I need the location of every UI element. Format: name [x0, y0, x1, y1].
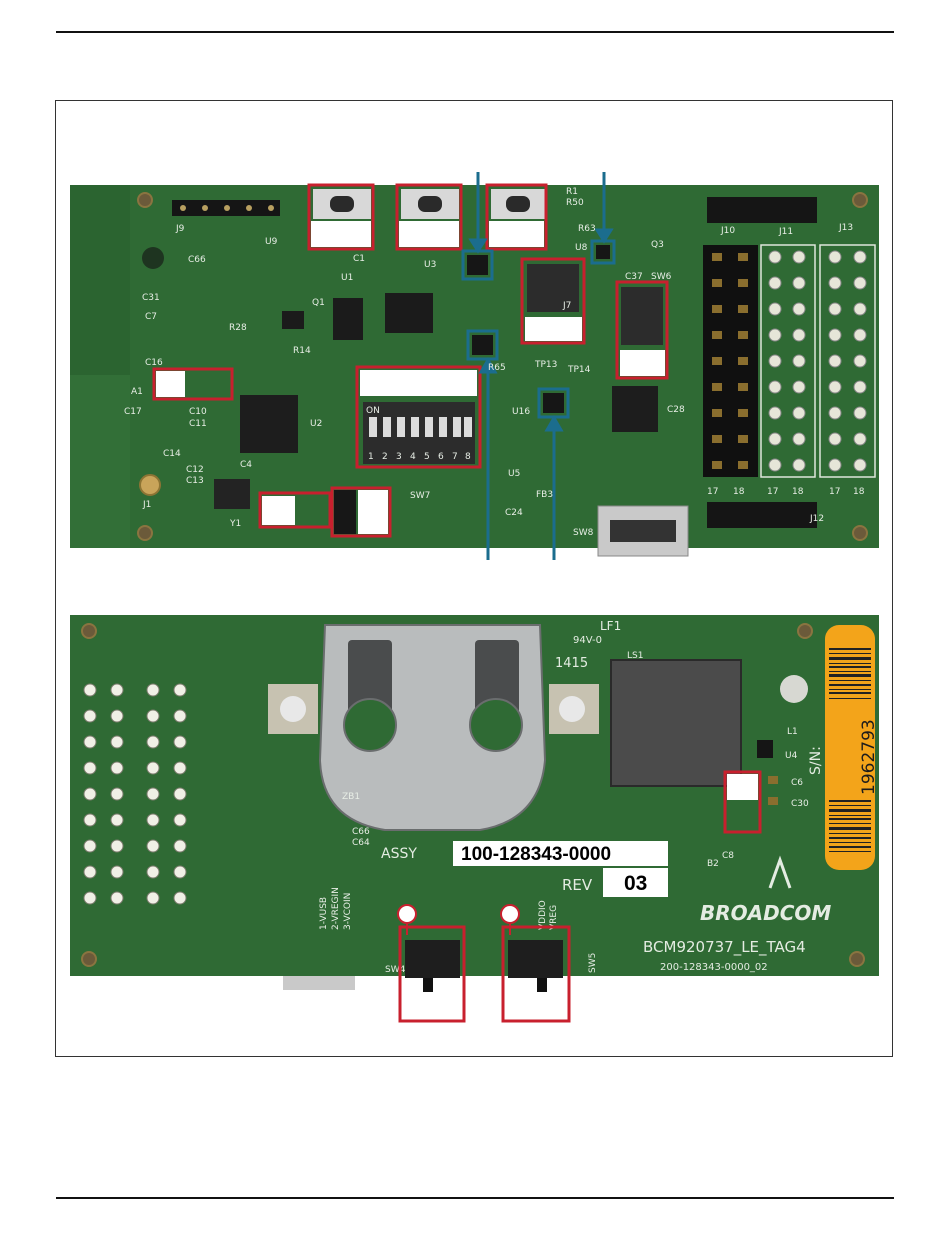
silk-zb1: ZB1 — [342, 792, 360, 802]
silk-rf2: FB3 — [536, 490, 553, 500]
silk-sw8: SW7 — [410, 491, 430, 501]
silk-sw5: SW5 — [588, 953, 598, 973]
assy-label: ASSY — [381, 846, 417, 862]
silk-c37: C37 — [625, 272, 643, 282]
silk-tp13: TP13 — [534, 360, 557, 370]
silk-pin-18a: 18 — [733, 487, 745, 497]
brand-mark-icon — [768, 855, 792, 889]
silk-c66: C66 — [188, 255, 206, 265]
silk-j12: J12 — [809, 514, 824, 524]
rohs-mark: 94V-0 — [573, 635, 602, 646]
silk-u3: U3 — [424, 260, 436, 270]
board-code: 200-128343-0000_02 — [660, 962, 768, 973]
lf-mark: LF1 — [600, 619, 621, 633]
silk-c7: C7 — [145, 312, 157, 322]
silk-u16: U16 — [512, 407, 530, 417]
silk-l1: L1 — [787, 727, 798, 737]
silk-r50: R63 — [578, 224, 596, 234]
sw8-num-5: 5 — [424, 452, 430, 462]
silk-c4: C4 — [240, 460, 252, 470]
silk-c1: C1 — [353, 254, 365, 264]
silk-u2: U2 — [310, 419, 322, 429]
figure-frame — [55, 100, 893, 1057]
silk-y1: Y1 — [229, 519, 241, 529]
silk-sw7: SW6 — [651, 272, 672, 282]
silk-c31: C31 — [142, 293, 160, 303]
top-board: ON — [70, 172, 879, 560]
rev-value: 03 — [624, 872, 647, 895]
silk-c66-b: C66 — [352, 827, 370, 837]
silk-c14: C14 — [163, 449, 181, 459]
silk-a1: A1 — [131, 387, 143, 397]
silk-c12: C12 — [186, 465, 204, 475]
bottom-board: 1962793 S/N: 100-128343-0000 03 REV ASSY… — [70, 615, 879, 1023]
silk-c6: C6 — [791, 778, 803, 788]
sw5-opt-1: VDDIO — [538, 900, 548, 930]
silk-u9: U9 — [265, 237, 278, 247]
silk-j13: J13 — [838, 223, 853, 233]
silk-q1: Q1 — [312, 298, 325, 308]
silk-pin-17b: 17 — [767, 487, 778, 497]
serial-number: 1962793 — [859, 719, 879, 795]
silk-b2: B2 — [707, 859, 719, 869]
sw8-num-7: 7 — [452, 452, 458, 462]
silk-c16: C16 — [145, 358, 163, 368]
silk-pin-18b: 18 — [792, 487, 804, 497]
silk-r14: R14 — [293, 346, 311, 356]
silk-j1: J1 — [142, 500, 151, 510]
sw8-num-1: 1 — [368, 452, 374, 462]
silk-u1: U1 — [341, 273, 353, 283]
date-code: 1415 — [555, 656, 588, 671]
sn-label: S/N: — [808, 746, 824, 775]
silk-j7: SW8 — [573, 528, 594, 538]
silk-c24: C24 — [505, 508, 523, 518]
sw4-opt-2: 2-VREGIN — [331, 887, 341, 930]
silk-pin-18c: 18 — [853, 487, 865, 497]
sw8-on-label: ON — [366, 406, 380, 416]
sw4-opt-3: 3-VCOIN — [343, 893, 353, 930]
silk-r1: R50 — [566, 198, 584, 208]
silk-tp14: TP14 — [567, 365, 591, 375]
silk-pin-17a: 17 — [707, 487, 718, 497]
silk-j11: J11 — [778, 227, 793, 237]
silk-c13: C13 — [186, 476, 204, 486]
board-name: BCM920737_LE_TAG4 — [643, 938, 806, 957]
silk-c11: C11 — [189, 419, 207, 429]
silk-c64: C64 — [352, 838, 370, 848]
sw8-num-8: 8 — [465, 452, 471, 462]
footer-rule — [56, 1197, 894, 1199]
header-rule — [56, 31, 894, 33]
sw8-num-6: 6 — [438, 452, 444, 462]
silk-c30: C30 — [791, 799, 809, 809]
silk-c10: C10 — [189, 407, 207, 417]
silk-c8: C8 — [722, 851, 734, 861]
silk-pin-17c: 17 — [829, 487, 840, 497]
silk-c54: C28 — [667, 405, 685, 415]
brand-logo: BROADCOM — [700, 901, 831, 925]
silk-j9: J9 — [175, 224, 185, 234]
silk-q3: Q3 — [651, 240, 664, 250]
sw4-opt-1: 1-VUSB — [319, 897, 329, 930]
silk-r8: R1 — [566, 187, 578, 197]
part-number: 100-128343-0000 — [461, 844, 611, 865]
silk-u4: U4 — [785, 751, 798, 761]
silk-sw4: SW4 — [385, 965, 406, 975]
sw5-opt-2: VREG — [549, 905, 559, 930]
silk-u8: U8 — [575, 243, 588, 253]
sw8-num-2: 2 — [382, 452, 388, 462]
rev-label: REV — [562, 876, 593, 894]
silk-ls1: LS1 — [627, 651, 643, 661]
silk-u5: U5 — [508, 469, 520, 479]
silk-sw6-on: J7 — [562, 301, 571, 311]
silk-j10: J10 — [720, 226, 735, 236]
sw8-num-4: 4 — [410, 452, 416, 462]
sw8-num-3: 3 — [396, 452, 402, 462]
silk-r28: R28 — [229, 323, 247, 333]
silk-r63: R65 — [488, 363, 506, 373]
silk-c17: C17 — [124, 407, 142, 417]
